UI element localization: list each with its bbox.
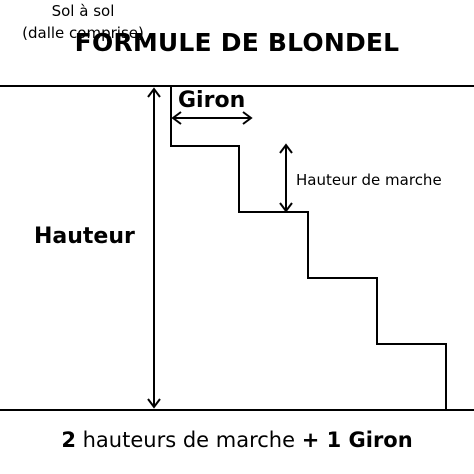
sol-a-sol-line1: Sol à sol <box>51 2 115 20</box>
formula-part3: + 1 Giron <box>301 428 413 452</box>
blondel-formula: 2 hauteurs de marche + 1 Giron <box>0 428 474 452</box>
hauteur-de-marche-label: Hauteur de marche <box>296 171 442 189</box>
diagram-title: FORMULE DE BLONDEL <box>74 28 400 57</box>
formula-part1: 2 <box>61 428 76 452</box>
hauteur-arrow-head-bottom <box>147 398 161 409</box>
hauteur-marche-arrow-head-top <box>279 143 293 154</box>
giron-arrow-head-left <box>171 111 182 125</box>
sol-a-sol-label: Sol à sol (dalle comprise) <box>0 0 166 44</box>
staircase-profile <box>170 86 447 410</box>
giron-arrow-head-right <box>242 111 253 125</box>
hauteur-arrow-head-top <box>147 87 161 98</box>
formula-part2: hauteurs de marche <box>75 428 302 452</box>
sol-a-sol-line2: (dalle comprise) <box>22 24 144 42</box>
giron-label: Giron <box>178 88 246 113</box>
hauteur-label: Hauteur <box>34 224 135 249</box>
hauteur-marche-arrow-head-bottom <box>279 202 293 213</box>
